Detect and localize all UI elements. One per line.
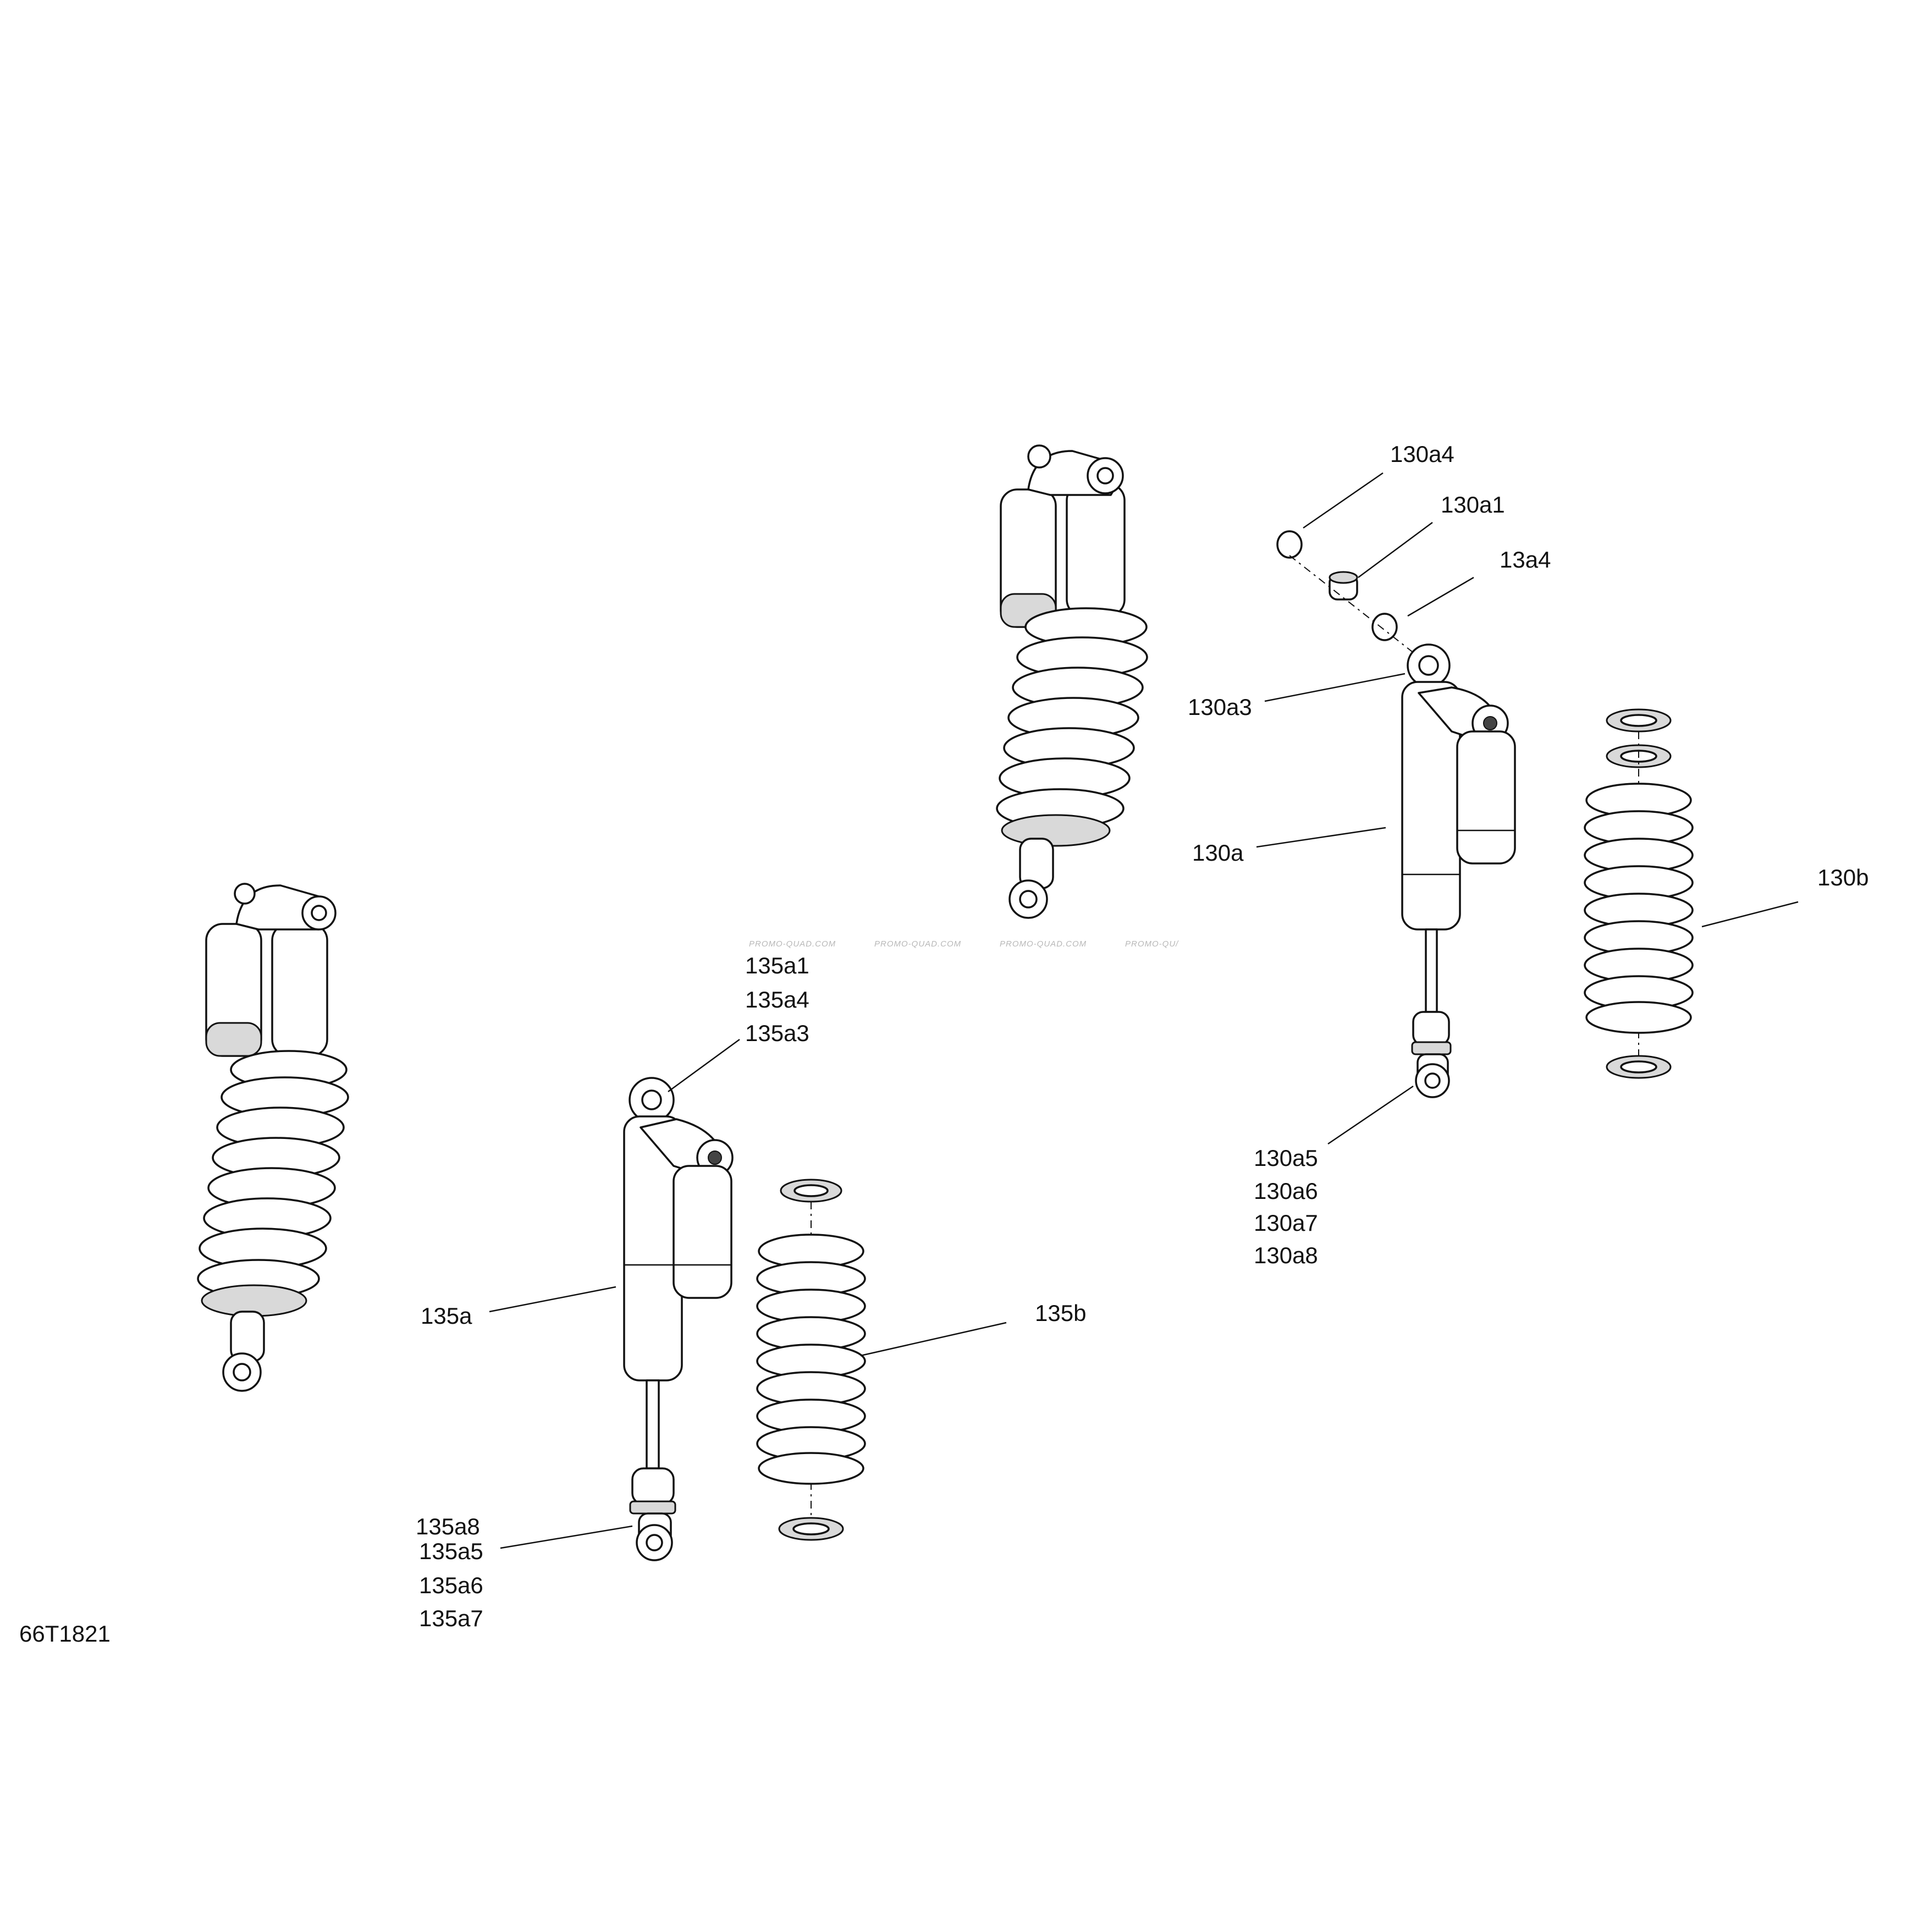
shaft <box>1425 928 1438 1013</box>
shock-body <box>271 923 328 1057</box>
assembly-axis <box>1289 555 1430 666</box>
callout-135a1: 135a1 <box>745 953 809 978</box>
callout-135a3: 135a3 <box>745 1020 809 1046</box>
callout-130a6: 130a6 <box>1254 1178 1318 1204</box>
callout-130a3: 130a3 <box>1188 694 1252 720</box>
top-eye-hole <box>311 905 327 921</box>
callout-135a: 135a <box>421 1303 472 1329</box>
watermark-text: PROMO-QU/ <box>1125 939 1179 949</box>
callout-130a5: 130a5 <box>1254 1145 1318 1171</box>
callout-135a8: 135a8 <box>416 1513 480 1539</box>
callout-130b: 130b <box>1817 865 1869 890</box>
leader-lines <box>489 472 1799 1549</box>
coil-spring <box>197 1050 349 1317</box>
bumper <box>631 1467 675 1505</box>
seal-stack <box>629 1500 676 1515</box>
callout-130a8: 130a8 <box>1254 1242 1318 1268</box>
callout-130a1: 130a1 <box>1441 492 1505 518</box>
callout-130a: 130a <box>1192 840 1244 866</box>
reservoir-cap <box>205 1022 262 1057</box>
seal-stack <box>1411 1041 1452 1055</box>
callout-13a4: 13a4 <box>1500 547 1551 573</box>
spring-135b <box>756 1179 866 1541</box>
coil-spring <box>996 607 1148 847</box>
ring-130a4 <box>1276 530 1303 559</box>
shock-body <box>1066 483 1126 617</box>
callout-135a5: 135a5 <box>419 1538 483 1564</box>
ring-13a4 <box>1371 613 1398 641</box>
bumper <box>1412 1011 1450 1046</box>
shaft <box>646 1379 660 1469</box>
callout-135a7: 135a7 <box>419 1605 483 1631</box>
assembled-shock-top <box>996 444 1148 919</box>
watermark-text: PROMO-QUAD.COM <box>874 939 962 949</box>
spring-130b <box>1584 708 1694 1079</box>
callout-135a6: 135a6 <box>419 1572 483 1598</box>
callout-130a7: 130a7 <box>1254 1210 1318 1236</box>
diagram-reference-id: 66T1821 <box>19 1621 111 1647</box>
callout-130a4: 130a4 <box>1390 441 1454 467</box>
shock-130a-exploded <box>1276 530 1516 1098</box>
reservoir <box>673 1165 732 1299</box>
reservoir <box>1456 730 1516 865</box>
reservoir-valve <box>1027 444 1051 469</box>
shock-135a-exploded <box>623 1077 734 1561</box>
callout-135a4: 135a4 <box>745 987 809 1012</box>
watermark-text: PROMO-QUAD.COM <box>749 939 836 949</box>
callout-135b: 135b <box>1035 1300 1087 1326</box>
reservoir-valve <box>234 883 256 905</box>
watermark-text: PROMO-QUAD.COM <box>1000 939 1087 949</box>
assembled-shock-left <box>197 883 349 1392</box>
